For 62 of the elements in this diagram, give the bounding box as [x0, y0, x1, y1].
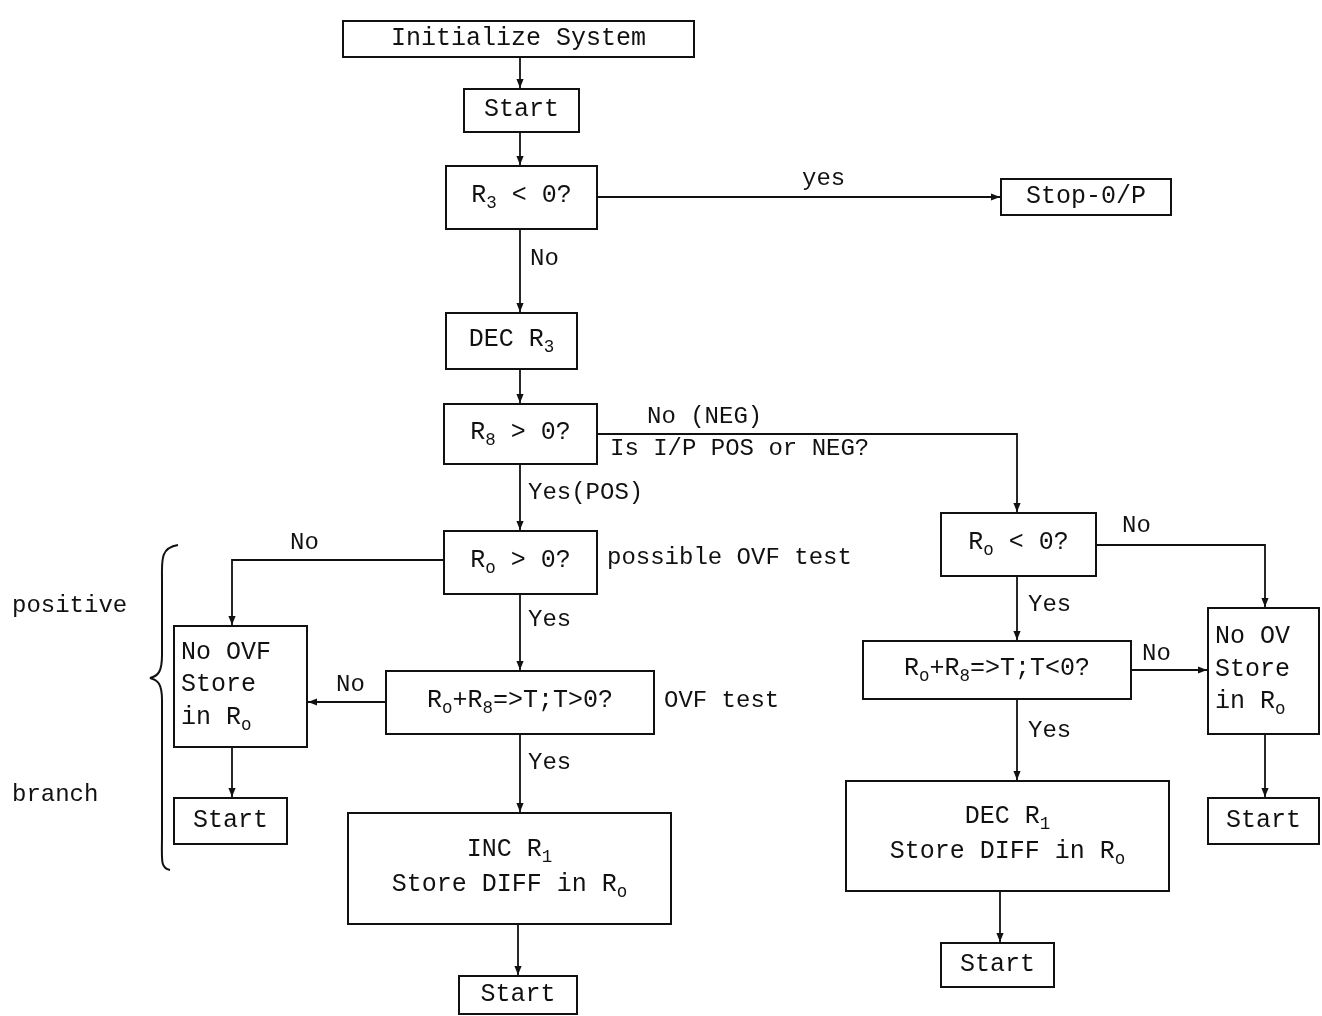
flowchart-box: [385, 670, 655, 735]
box-text: Start: [1226, 804, 1301, 837]
flowchart-box: [1207, 797, 1320, 845]
box-text: Start: [960, 948, 1035, 981]
flowchart-box: [940, 512, 1097, 577]
arrow: [516, 369, 524, 404]
flowchart-box: [458, 975, 578, 1015]
arrow: [228, 559, 444, 626]
box-text: Start: [484, 94, 559, 127]
flowchart-box: [443, 403, 598, 465]
arrow: [996, 891, 1004, 943]
arrow: [516, 594, 524, 671]
flowchart-box: [342, 20, 695, 58]
flowchart-box: [862, 640, 1132, 700]
flowchart-box: [463, 88, 580, 133]
box-text: R$_{o}$+R$_{8}$=>T;T>0?: [426, 685, 614, 720]
box-text: Start: [480, 978, 556, 1011]
arrow: [228, 747, 236, 798]
flowchart-box: [347, 812, 672, 925]
flowchart-box: [173, 625, 308, 748]
box-text: INC R$_{1}$: [466, 833, 553, 869]
box-text: R$_{8}$ > 0?: [470, 416, 571, 452]
flowchart-box: [1000, 178, 1172, 216]
arrow: [307, 698, 386, 706]
box-text: DEC R$_{1}$: [964, 801, 1051, 836]
arrow: [1131, 666, 1208, 674]
box-text: R$_{o}$ < 0?: [968, 527, 1069, 562]
annotation-text: OVF test: [663, 688, 781, 715]
box-text: DEC R$_{3}$: [468, 323, 555, 359]
arrow: [1013, 699, 1021, 781]
arrow: [516, 132, 524, 166]
flowchart-box: [445, 165, 598, 230]
flowchart-box: [443, 530, 598, 595]
flowchart-box: [173, 797, 288, 845]
arrow: [597, 193, 1001, 201]
box-text: R$_{3}$ < 0?: [471, 180, 572, 215]
box-text: Initialize System: [390, 22, 646, 55]
arrow: [1096, 544, 1269, 608]
arrow: [1261, 734, 1269, 798]
box-text: No OVF Store in R$_{o}$: [181, 636, 272, 737]
annotation-text: positive: [11, 593, 129, 620]
arrow: [1013, 576, 1021, 641]
box-text: Store DIFF in R$_{o}$: [889, 836, 1126, 871]
arrow: [516, 57, 524, 89]
flowchart-box: [1207, 607, 1320, 735]
arrow: [514, 924, 522, 976]
box-text: Store DIFF in R$_{o}$: [391, 868, 628, 904]
annotation-text: possible OVF test: [606, 545, 853, 572]
flowchart-box: [845, 780, 1170, 892]
arrow: [516, 464, 524, 531]
arrow: [516, 229, 524, 313]
box-text: R$_{o}$+R$_{8}$=>T;T<0?: [903, 652, 1091, 688]
box-text: No OV Store in R$_{o}$: [1215, 621, 1291, 721]
box-text: Stop-0/P: [1026, 180, 1146, 213]
box-text: Start: [193, 804, 268, 837]
arrow: [516, 734, 524, 813]
box-text: R$_{o}$ > 0?: [470, 545, 571, 580]
flowchart-box: [445, 312, 578, 370]
arrow: [597, 433, 1021, 513]
flowchart-box: [940, 942, 1055, 988]
annotation-text: Is I/P POS or NEG?: [609, 436, 871, 463]
annotation-text: branch: [11, 782, 100, 809]
